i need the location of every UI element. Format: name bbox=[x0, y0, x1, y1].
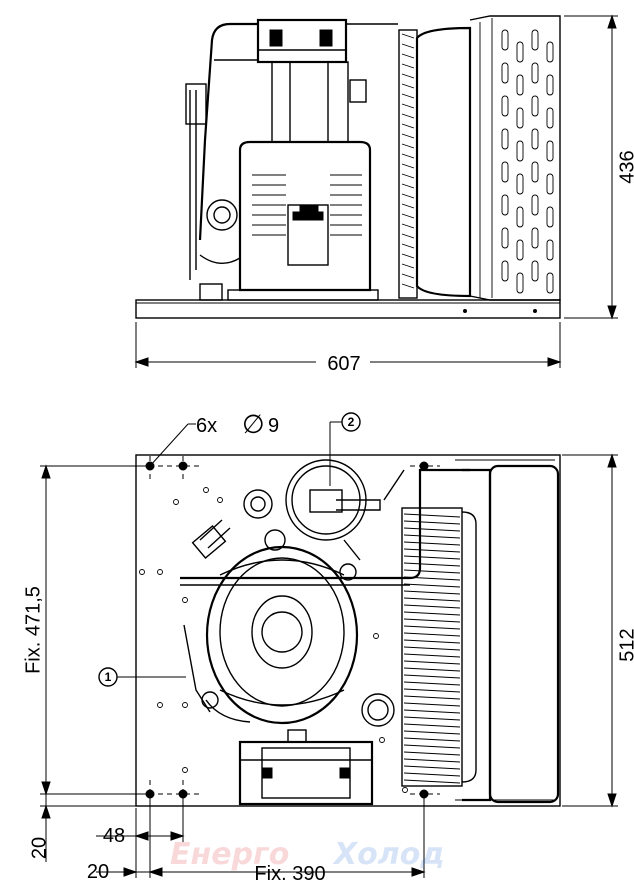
dim-side-height bbox=[564, 14, 618, 320]
fan-guard-slot bbox=[546, 140, 554, 162]
side-terminal-box bbox=[256, 18, 348, 64]
holes-note bbox=[149, 423, 196, 467]
fan-guard-slot bbox=[501, 29, 509, 51]
top-receiver bbox=[285, 459, 381, 541]
fan-guard-slot bbox=[516, 74, 524, 96]
fan-guard-slot bbox=[501, 227, 509, 249]
fan-guard-slot bbox=[516, 206, 524, 228]
dim-fix-depth bbox=[40, 464, 146, 796]
fan-guard-slot bbox=[531, 29, 539, 51]
top-compressor bbox=[205, 545, 359, 725]
fan-guard-slot bbox=[531, 62, 539, 84]
fan-guard-slot bbox=[546, 173, 554, 195]
fan-guard-slot bbox=[516, 107, 524, 129]
fan-guard-slot bbox=[516, 272, 524, 294]
side-fan-guard-slots bbox=[501, 29, 554, 294]
dim-edge-y-label: 20 bbox=[28, 837, 50, 859]
fan-guard-slot bbox=[531, 95, 539, 117]
fan-guard-slot bbox=[516, 140, 524, 162]
fan-guard-slot bbox=[501, 194, 509, 216]
fan-guard-slot bbox=[516, 239, 524, 261]
fan-guard-slot bbox=[516, 41, 524, 63]
dim-side-width bbox=[134, 322, 562, 374]
fan-guard-slot bbox=[501, 95, 509, 117]
fan-guard-slot bbox=[531, 161, 539, 183]
fan-guard-slot bbox=[546, 206, 554, 228]
dim-hole-offset bbox=[96, 798, 185, 878]
fan-guard-slot bbox=[501, 128, 509, 150]
dim-fix-width bbox=[96, 798, 426, 878]
dim-fix-depth-label: Fix. 471,5 bbox=[22, 586, 44, 674]
holes-count-label: 6x bbox=[196, 415, 217, 437]
fan-guard-slot bbox=[516, 173, 524, 195]
top-view: 6x ∅ 9 2 1 512 bbox=[22, 409, 634, 885]
watermark-part2: Холод bbox=[332, 837, 445, 872]
top-valve bbox=[191, 489, 286, 560]
fan-guard-slot bbox=[531, 227, 539, 249]
plate-small-holes bbox=[139, 487, 408, 793]
side-view: 436 607 bbox=[134, 14, 634, 375]
dim-top-depth bbox=[562, 453, 618, 808]
side-piping bbox=[185, 22, 398, 301]
holes-diameter-label: 9 bbox=[268, 415, 279, 437]
fan-guard-slot bbox=[546, 41, 554, 63]
diameter-symbol: ∅ bbox=[242, 409, 265, 439]
top-condenser bbox=[401, 459, 560, 804]
dim-side-width-label: 607 bbox=[327, 353, 360, 375]
fan-guard-slot bbox=[531, 128, 539, 150]
fan-guard-slot bbox=[546, 74, 554, 96]
callout-1 bbox=[98, 667, 186, 687]
top-terminal-box bbox=[238, 729, 374, 806]
callout-2-label: 2 bbox=[348, 415, 355, 429]
fan-guard-slot bbox=[531, 194, 539, 216]
fan-guard-slot bbox=[531, 260, 539, 282]
callout-2 bbox=[329, 412, 361, 486]
side-fan-shroud bbox=[415, 15, 561, 301]
dim-fix-width-label: Fix. 390 bbox=[254, 863, 325, 885]
top-fan-guard-round bbox=[361, 693, 395, 727]
fan-guard-slot bbox=[546, 239, 554, 261]
fan-guard-slot bbox=[501, 62, 509, 84]
dim-edge-y bbox=[40, 794, 136, 862]
fan-guard-slot bbox=[546, 107, 554, 129]
top-base-plate bbox=[135, 454, 561, 807]
side-compressor bbox=[227, 61, 379, 301]
fan-guard-slot bbox=[546, 272, 554, 294]
dim-edge-x-label: 20 bbox=[87, 861, 109, 883]
dim-hole-offset-label: 48 bbox=[103, 825, 125, 847]
mounting-holes bbox=[140, 456, 440, 808]
watermark-part1: Енерго bbox=[170, 837, 289, 872]
dim-side-height-label: 436 bbox=[616, 150, 634, 183]
dim-top-depth-label: 512 bbox=[616, 628, 634, 661]
fan-guard-slot bbox=[501, 161, 509, 183]
side-condenser-coil bbox=[398, 29, 418, 299]
fan-guard-slot bbox=[501, 260, 509, 282]
top-piping bbox=[180, 468, 470, 723]
callout-1-label: 1 bbox=[105, 670, 112, 684]
